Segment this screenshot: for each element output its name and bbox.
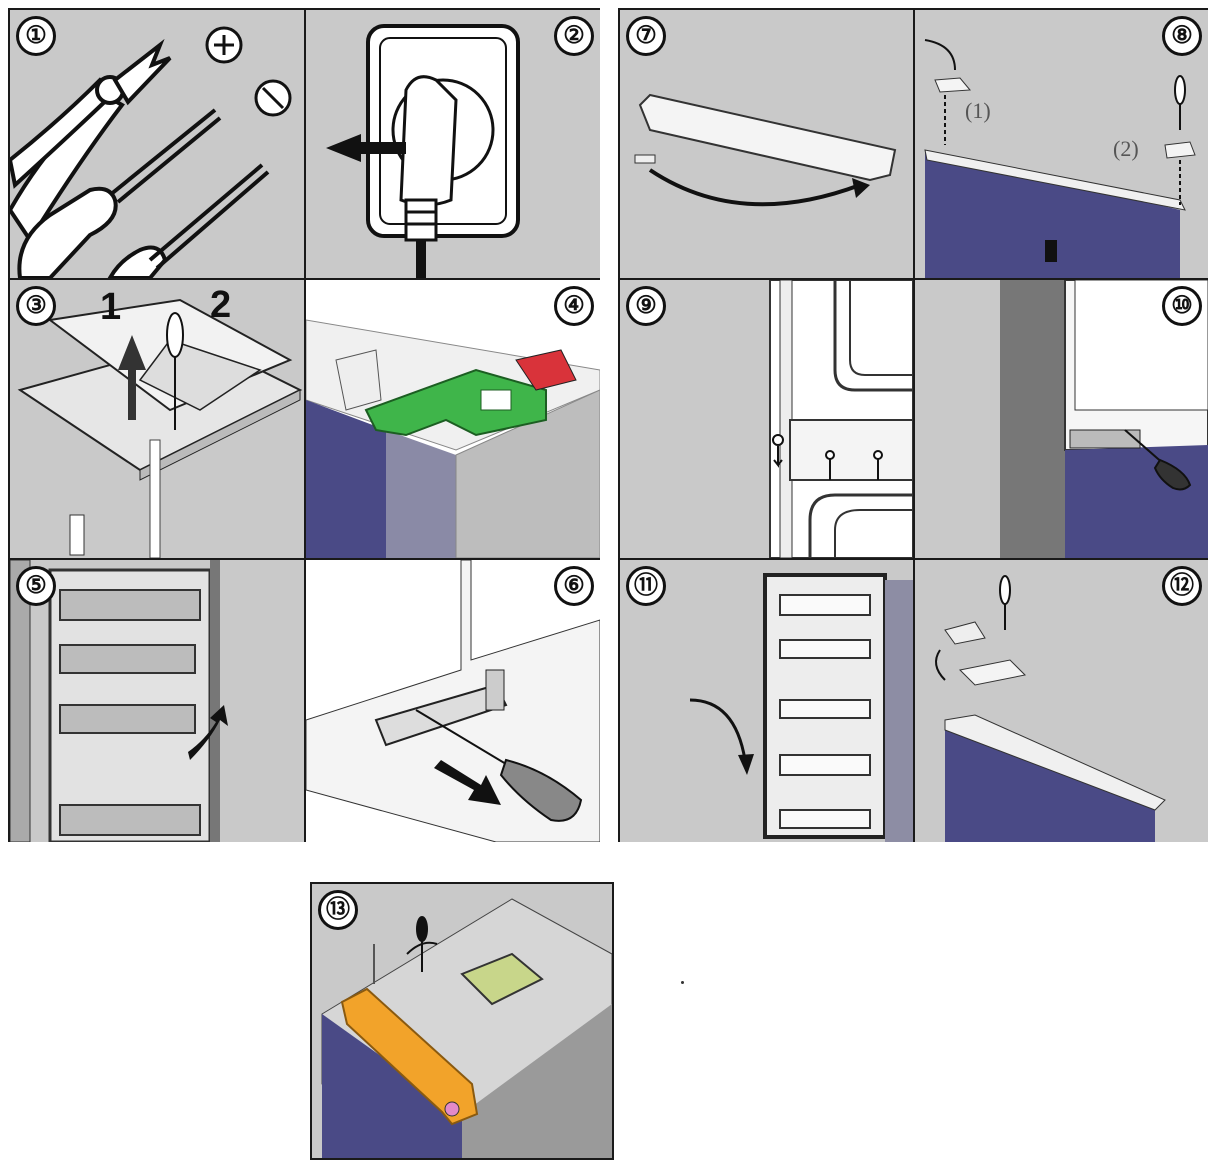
part-label-1: (1) xyxy=(965,98,991,123)
phillips-screwdriver-icon xyxy=(17,108,222,278)
arrow-icon xyxy=(648,168,861,207)
step-number-5: ⑤ xyxy=(16,566,56,606)
fridge-door xyxy=(945,725,1155,842)
step-number-3: ③ xyxy=(16,286,56,326)
step-number-4: ④ xyxy=(554,286,594,326)
flat-screwdriver-icon xyxy=(107,163,270,278)
hinge-cover-illustration xyxy=(17,298,303,558)
panel-step-11: ⑪ xyxy=(620,560,913,842)
direction-label-2: 2 xyxy=(210,284,232,326)
screwdriver-icon xyxy=(416,916,428,972)
middle-hinge-illustration xyxy=(769,280,913,558)
step-number-2: ② xyxy=(554,16,594,56)
panel-step-4: ④ xyxy=(306,280,600,558)
top-parts-illustration xyxy=(924,39,1196,278)
screwdriver-icon xyxy=(166,312,184,430)
panel-step-6: ⑥ xyxy=(306,560,600,842)
fridge-door xyxy=(925,150,1180,278)
direction-label-1: 1 xyxy=(100,286,122,328)
step-number-6: ⑥ xyxy=(554,566,594,606)
green-hinge xyxy=(364,368,547,437)
panel-step-1: ① xyxy=(10,10,304,278)
screwdriver-icon xyxy=(999,575,1011,630)
screwdriver-icon xyxy=(1124,429,1192,491)
step-number-8: ⑧ xyxy=(1162,16,1202,56)
pliers-icon xyxy=(10,38,172,244)
part-label-2: (2) xyxy=(1113,136,1139,161)
arrow-icon xyxy=(924,39,956,71)
instruction-grid-right: ⑦ ⑧ (1) (2) ⑨ xyxy=(618,8,1208,842)
stray-mark xyxy=(681,981,684,984)
orange-hinge xyxy=(340,987,479,1126)
screwdriver-icon xyxy=(415,709,583,822)
lower-hinge-illustration xyxy=(1000,280,1208,558)
power-plug-icon xyxy=(399,75,458,278)
step-number-11: ⑪ xyxy=(626,566,666,606)
final-hinge-illustration xyxy=(321,898,612,1158)
panel-step-5: ⑤ xyxy=(10,560,304,842)
arrow-icon xyxy=(326,134,406,162)
door-shelves-illustration xyxy=(10,560,228,842)
fridge-door xyxy=(322,1014,462,1158)
arrow-icon xyxy=(434,760,501,805)
hinge-part-green xyxy=(460,952,544,1006)
hinge-removal-illustration xyxy=(306,560,600,842)
screwdriver-icon xyxy=(1174,75,1186,130)
panel-step-7: ⑦ xyxy=(620,10,913,278)
panel-step-12: ⑫ xyxy=(915,560,1208,842)
fridge-door-side xyxy=(306,400,386,558)
arrow-icon xyxy=(406,941,438,955)
arrow-icon xyxy=(773,446,783,468)
panel-step-3: ③ 1 2 xyxy=(10,280,304,558)
instruction-grid-left: ① ② xyxy=(8,8,600,842)
step-number-10: ⑩ xyxy=(1162,286,1202,326)
step-number-1: ① xyxy=(16,16,56,56)
hinge-reinstall-illustration xyxy=(935,575,1166,842)
panel-step-10: ⑩ xyxy=(915,280,1208,558)
panel-step-2: ② xyxy=(306,10,600,278)
arrow-icon xyxy=(689,698,747,761)
step-number-7: ⑦ xyxy=(626,16,666,56)
hinge-illustration xyxy=(306,280,600,558)
fridge-door xyxy=(1065,445,1208,558)
step-number-12: ⑫ xyxy=(1162,566,1202,606)
red-part xyxy=(515,349,577,391)
unplug-illustration xyxy=(326,24,520,278)
arrow-icon xyxy=(935,649,946,681)
step-number-9: ⑨ xyxy=(626,286,666,326)
arrow-icon xyxy=(188,705,228,760)
panel-step-13: ⑬ xyxy=(310,882,614,1160)
step-number-13: ⑬ xyxy=(318,890,358,930)
door-swap-illustration xyxy=(689,573,913,842)
arrow-icon xyxy=(118,335,146,420)
top-cover-illustration xyxy=(634,93,897,207)
panel-step-8: ⑧ (1) (2) xyxy=(915,10,1208,278)
panel-step-9: ⑨ xyxy=(620,280,913,558)
tools-illustration xyxy=(10,26,292,278)
